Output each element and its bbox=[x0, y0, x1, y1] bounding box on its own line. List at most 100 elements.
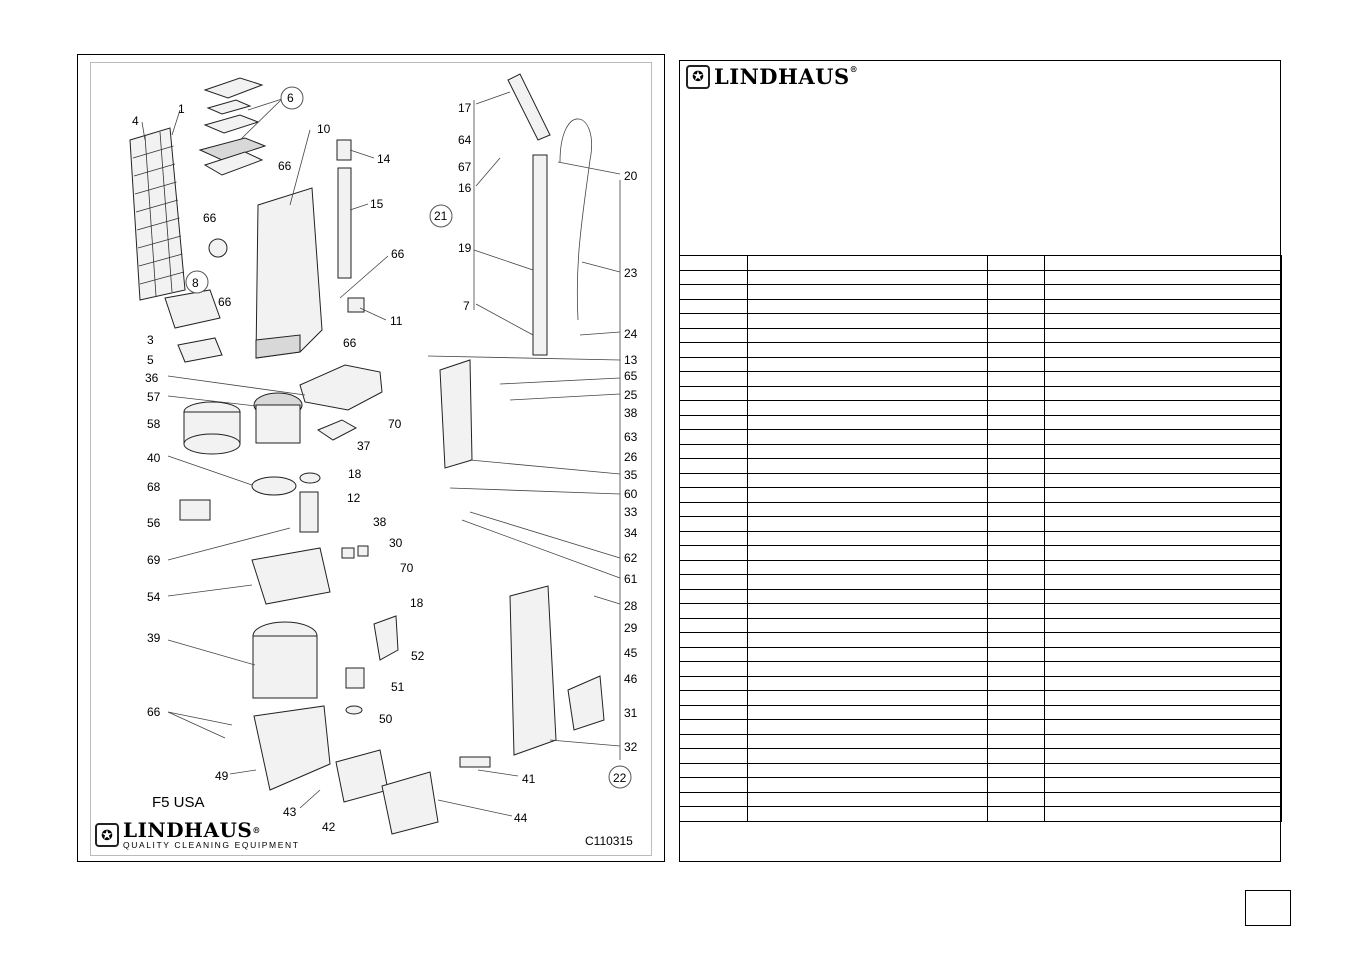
table-cell bbox=[987, 545, 1045, 561]
table-cell bbox=[747, 632, 988, 648]
table-cell bbox=[1044, 472, 1282, 488]
table-cell bbox=[987, 588, 1045, 604]
table-cell bbox=[747, 646, 988, 662]
part-filter-grille bbox=[129, 127, 186, 301]
part-knob bbox=[208, 238, 228, 258]
table-cell bbox=[747, 603, 988, 619]
table-cell bbox=[987, 559, 1045, 575]
table-cell bbox=[679, 298, 748, 314]
table-row bbox=[679, 646, 1282, 662]
table-cell bbox=[987, 298, 1045, 314]
part-bracket bbox=[164, 289, 221, 329]
callout-61: 61 bbox=[624, 572, 638, 586]
callout-18a: 18 bbox=[348, 467, 362, 481]
callout-43: 43 bbox=[283, 805, 297, 819]
parts-list-table bbox=[679, 255, 1282, 822]
table-cell bbox=[679, 646, 748, 662]
table-row bbox=[679, 675, 1282, 691]
logo-tagline: QUALITY CLEANING EQUIPMENT bbox=[123, 840, 300, 850]
table-cell bbox=[679, 661, 748, 677]
table-cell bbox=[987, 313, 1045, 329]
table-cell bbox=[987, 400, 1045, 416]
table-cell bbox=[1044, 356, 1282, 372]
callout-38a: 38 bbox=[373, 515, 387, 529]
table-cell bbox=[747, 269, 988, 285]
table-cell bbox=[747, 501, 988, 517]
table-cell bbox=[679, 385, 748, 401]
callout-15: 15 bbox=[370, 197, 384, 211]
table-cell bbox=[747, 806, 988, 822]
parts-logo-brand: LINDHAUS bbox=[714, 64, 850, 89]
callout-67: 67 bbox=[458, 160, 472, 174]
table-cell bbox=[1044, 342, 1282, 358]
table-row bbox=[679, 748, 1282, 764]
table-cell bbox=[987, 284, 1045, 300]
table-row bbox=[679, 472, 1282, 488]
table-row bbox=[679, 487, 1282, 503]
callout-23: 23 bbox=[624, 266, 638, 280]
table-cell bbox=[747, 284, 988, 300]
callout-11: 11 bbox=[390, 314, 403, 328]
table-row bbox=[679, 617, 1282, 633]
table-row bbox=[679, 806, 1282, 822]
table-cell bbox=[987, 704, 1045, 720]
table-cell bbox=[1044, 748, 1282, 764]
page-number-box bbox=[1245, 890, 1291, 926]
table-cell bbox=[987, 733, 1045, 749]
callout-66e: 66 bbox=[343, 336, 357, 350]
table-cell bbox=[1044, 284, 1282, 300]
table-row bbox=[679, 661, 1282, 677]
table-cell bbox=[1044, 719, 1282, 735]
table-row bbox=[679, 632, 1282, 648]
callout-circle-21 bbox=[429, 204, 453, 228]
diagram-logo: ✪ LINDHAUS® QUALITY CLEANING EQUIPMENT bbox=[95, 820, 300, 850]
table-cell bbox=[1044, 255, 1282, 271]
table-cell bbox=[987, 385, 1045, 401]
callout-65: 65 bbox=[624, 369, 638, 383]
callout-1: 1 bbox=[178, 102, 185, 116]
table-cell bbox=[747, 777, 988, 793]
table-cell bbox=[747, 385, 988, 401]
table-cell bbox=[679, 327, 748, 343]
table-cell bbox=[679, 429, 748, 445]
table-cell bbox=[987, 487, 1045, 503]
part-handle-plates bbox=[198, 77, 267, 176]
table-row bbox=[679, 574, 1282, 590]
part-switch bbox=[347, 297, 365, 313]
table-cell bbox=[987, 429, 1045, 445]
callout-62: 62 bbox=[624, 551, 638, 565]
table-cell bbox=[1044, 588, 1282, 604]
table-cell bbox=[747, 487, 988, 503]
callout-68: 68 bbox=[147, 480, 161, 494]
callout-42: 42 bbox=[322, 820, 336, 834]
callout-6: 6 bbox=[287, 91, 294, 105]
part-plate bbox=[299, 364, 383, 411]
table-cell bbox=[987, 342, 1045, 358]
table-cell bbox=[1044, 675, 1282, 691]
table-cell bbox=[747, 748, 988, 764]
table-row bbox=[679, 501, 1282, 517]
callout-28: 28 bbox=[624, 599, 638, 613]
part-pad bbox=[177, 337, 223, 363]
table-cell bbox=[747, 588, 988, 604]
callout-8: 8 bbox=[192, 276, 199, 290]
table-cell bbox=[1044, 414, 1282, 430]
callout-17: 17 bbox=[458, 101, 472, 115]
callout-4: 4 bbox=[132, 114, 139, 128]
callout-38b: 38 bbox=[624, 406, 638, 420]
table-cell bbox=[987, 574, 1045, 590]
callout-13: 13 bbox=[624, 353, 638, 367]
table-cell bbox=[987, 530, 1045, 546]
parts-list-logo: ✪ LINDHAUS® bbox=[686, 64, 858, 89]
table-cell bbox=[679, 516, 748, 532]
callout-3: 3 bbox=[147, 333, 154, 347]
callout-32: 32 bbox=[624, 740, 638, 754]
table-cell bbox=[679, 414, 748, 430]
table-cell bbox=[679, 559, 748, 575]
table-cell bbox=[1044, 661, 1282, 677]
table-row bbox=[679, 690, 1282, 706]
table-cell bbox=[1044, 429, 1282, 445]
table-cell bbox=[747, 574, 988, 590]
table-cell bbox=[1044, 516, 1282, 532]
table-cell bbox=[747, 356, 988, 372]
